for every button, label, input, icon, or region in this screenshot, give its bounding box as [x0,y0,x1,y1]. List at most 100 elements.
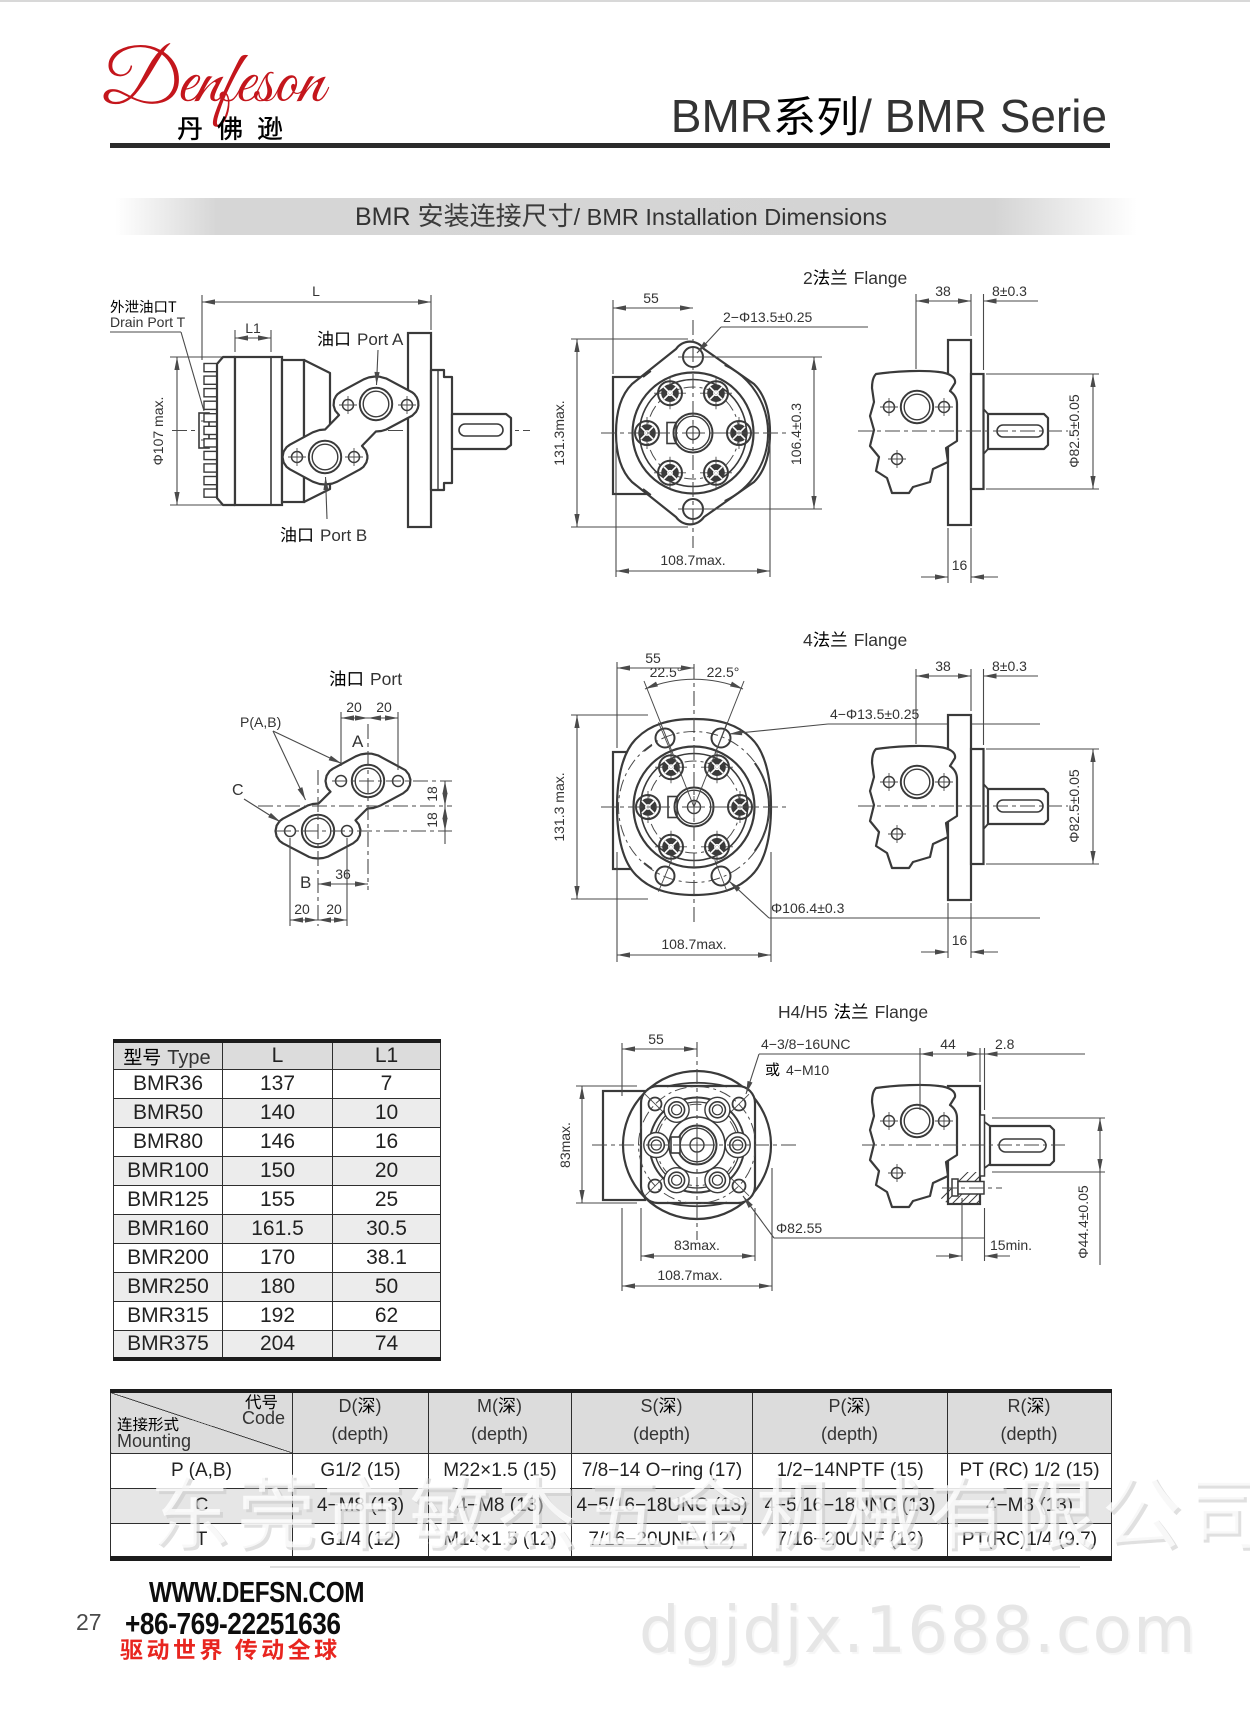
drawing-rect [601,1089,647,1202]
mount-cell: G1/2 (15) [292,1452,429,1489]
drawing-path [666,1201,728,1208]
drawing-circle [704,754,730,781]
drawing-rect [233,355,284,507]
dim-131: 131.3 max. [551,772,567,841]
drawing-line [714,722,728,754]
drawing-circle [661,463,679,482]
drawing-circle [391,774,405,788]
drawing-line [961,1172,980,1204]
drain-label-en: Drain Port T [110,314,186,330]
drawing-line [982,408,989,415]
mount-table-corner-cell [110,1390,293,1454]
drawing-line [982,448,989,455]
drawing-path [988,1124,1056,1167]
glyph [103,43,179,105]
drawing-circle [676,1124,718,1166]
drawing-path [868,744,959,870]
drawing-rect [203,362,218,373]
mount-cell: G1/4 (12) [292,1522,429,1559]
drawing-line [640,426,654,440]
drawing-line [664,840,678,854]
glyph [217,116,242,141]
drawing-path [644,678,744,690]
flange2-title: Flange [854,268,908,288]
drawing-line [663,466,677,480]
drawing-circle [647,760,741,854]
glyph [139,299,153,314]
glyph [831,269,847,285]
footer-website: WWW.DEFSN.COM [149,1577,365,1609]
label-b: B [300,873,311,892]
drawing-line [982,783,989,790]
drawing-rect [996,424,1044,438]
drawing-circle [899,389,935,425]
drawing-line [728,723,829,736]
flange2-title-cn [813,269,847,286]
drawing-circle [707,463,725,482]
drawing-circle [350,763,386,799]
type-table-cell: 20 [332,1155,441,1186]
drawing-path [429,368,454,492]
drawing-circle [654,865,676,887]
drawing-line [272,730,306,801]
mount-cell: 4−M8 (13) [292,1487,429,1524]
type-table-cell: BMR100 [113,1155,223,1186]
drawing-circle [710,727,732,749]
drawing-line [663,466,677,480]
logo-cn [177,116,283,141]
drawing-line [728,1175,750,1197]
drawing-line [745,1053,760,1095]
drawing-rect [667,795,678,819]
drawing-group [274,752,412,860]
drawing-circle [890,452,904,466]
drawing-circle [667,1171,686,1189]
glyph [1105,1476,1179,1548]
drawing-line [938,1172,976,1204]
drawing-circle [708,758,726,776]
mount-cell: 4−M8 (13) [947,1487,1112,1524]
mount-cell: 4−M8 (13) [428,1487,572,1524]
drawing-group [631,371,755,495]
dim-83h: 83max. [674,1237,720,1253]
drawing-circle [682,498,704,520]
glyph [120,1639,143,1660]
drawing-circle [639,752,749,862]
port-b-label-en: Port B [320,526,367,545]
drawing-circle [347,450,361,464]
glyph [194,76,227,102]
drawing-circle [708,837,726,856]
drawing-rect [611,375,662,496]
drawing-line [945,1172,980,1204]
drawing-circle [713,469,719,476]
glyph [1108,1479,1182,1551]
drawing-circle [727,794,753,820]
label-or-en: 4−M10 [786,1062,829,1078]
mount-table-header-cell [292,1390,429,1454]
type-table-cell: BMR36 [113,1068,223,1099]
drawing-path [868,1083,959,1209]
drawing-circle [645,804,651,810]
drawing-circle [662,758,680,776]
mount-cell: PT(RC)1/4 (9.7) [947,1522,1112,1559]
drawing-circle [362,390,390,418]
mount-cell: 1/2−14NPTF (15) [752,1452,948,1489]
drawing-line [644,1093,666,1115]
footer-phone: +86-769-22251636 [125,1607,341,1641]
drawing-line [969,1172,980,1204]
drawing-line [728,880,770,919]
dim-38: 38 [935,658,951,674]
drawing-rect [203,400,218,411]
dim-20c: 20 [294,901,310,917]
drawing-rect [203,488,218,498]
drawing-line [709,466,723,480]
drawing-circle [638,424,656,442]
drawing-line [953,1172,980,1204]
drawing-rect [996,799,1044,813]
flange4-title-cn [813,631,847,648]
flange4-title: 4 [803,630,813,650]
